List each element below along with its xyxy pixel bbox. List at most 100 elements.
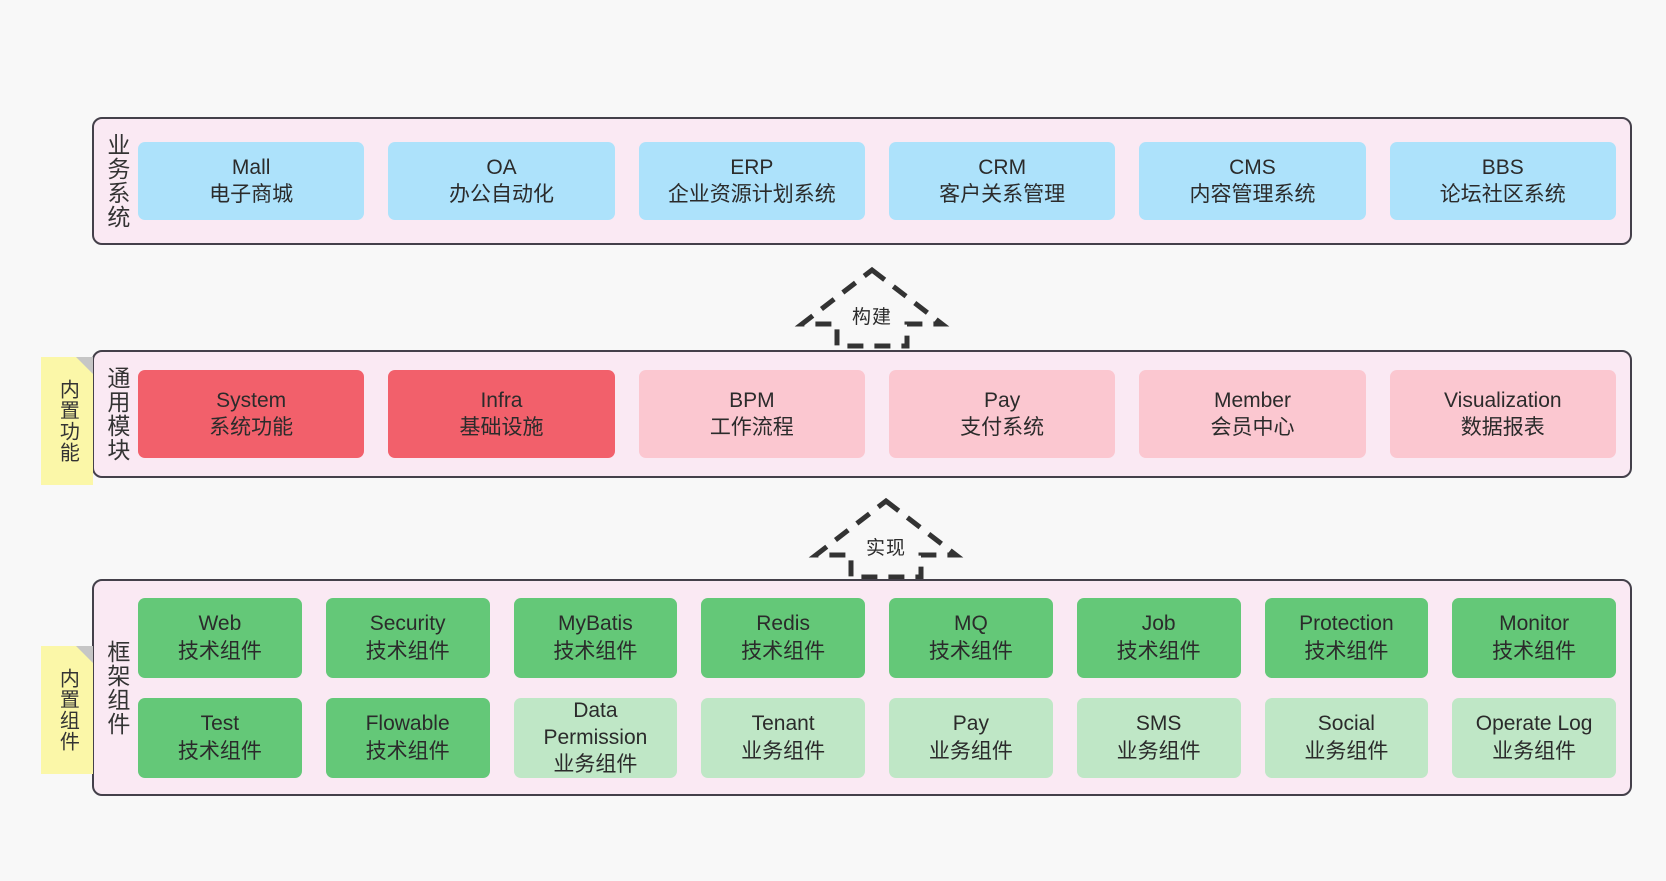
card-desc: 工作流程 [709,416,794,439]
card-row: Test 技术组件 Flowable 技术组件 Data Permission … [138,697,1616,778]
card-desc: 基础设施 [459,416,544,439]
card-name: SMS [1135,712,1182,736]
card-name: ERP [730,155,774,179]
card-name: Redis [756,612,810,636]
card-mq[interactable]: MQ 技术组件 [889,597,1053,678]
card-name: Pay [984,388,1021,412]
card-bbs[interactable]: BBS 论坛社区系统 [1389,142,1616,220]
card-desc: 会员中心 [1210,416,1295,439]
card-protection[interactable]: Protection 技术组件 [1264,597,1429,678]
card-pay-business[interactable]: Pay 业务组件 [889,697,1053,778]
card-desc: 企业资源计划系统 [667,183,836,206]
card-desc: 内容管理系统 [1189,183,1316,206]
card-crm[interactable]: CRM 客户关系管理 [888,142,1116,220]
card-pay[interactable]: Pay 支付系统 [888,370,1116,458]
card-mall[interactable]: Mall 电子商城 [138,142,365,220]
card-desc: 技术组件 [365,639,450,663]
layer-title-framework-components: 框架组件 [103,639,130,736]
card-erp[interactable]: ERP 企业资源计划系统 [638,142,865,220]
card-desc: 论坛社区系统 [1439,183,1566,206]
card-row: Web 技术组件 Security 技术组件 MyBatis 技术组件 Redi… [138,597,1616,678]
card-row: System 系统功能 Infra 基础设施 BPM 工作流程 Pay 支付系统… [138,370,1616,458]
card-security[interactable]: Security 技术组件 [325,597,490,678]
card-name: Test [200,712,240,736]
card-desc: 技术组件 [177,639,262,663]
card-name: MQ [953,612,988,636]
card-name: CMS [1229,155,1276,179]
card-redis[interactable]: Redis 技术组件 [701,597,865,678]
card-desc: 电子商城 [209,183,294,206]
card-desc: 业务组件 [1304,739,1389,763]
card-desc: 技术组件 [1116,639,1201,663]
card-name: Operate Log [1475,712,1593,736]
card-visualization[interactable]: Visualization 数据报表 [1389,370,1616,458]
card-name: Protection [1299,612,1394,636]
card-name: OA [486,155,517,179]
card-name: Flowable [365,712,450,736]
card-name: Tenant [751,712,815,736]
card-tenant[interactable]: Tenant 业务组件 [701,697,865,778]
card-name: Monitor [1499,612,1570,636]
card-name: Web [198,612,242,636]
card-member[interactable]: Member 会员中心 [1139,370,1366,458]
arrow-implement: 实现 [808,497,964,580]
layer-body-framework-components: Web 技术组件 Security 技术组件 MyBatis 技术组件 Redi… [138,581,1630,794]
card-web[interactable]: Web 技术组件 [138,597,302,678]
layer-title-common-modules: 通用模块 [103,366,130,462]
sticky-note-label: 内置功能 [56,379,79,463]
card-name: Visualization [1444,388,1562,412]
card-desc: 办公自动化 [448,183,554,206]
card-desc: 数据报表 [1460,416,1545,439]
card-test[interactable]: Test 技术组件 [138,697,302,778]
card-name: System [216,388,287,412]
card-sms[interactable]: SMS 业务组件 [1076,697,1241,778]
card-desc: 技术组件 [741,639,826,663]
card-name: BBS [1481,155,1524,179]
card-desc: 技术组件 [1492,639,1577,663]
sticky-note-builtin-features: 内置功能 [41,357,93,485]
card-name: Data Permission [543,698,648,749]
card-monitor[interactable]: Monitor 技术组件 [1452,597,1616,678]
layer-framework-components: 框架组件 Web 技术组件 Security 技术组件 MyBatis 技术组件… [92,579,1632,796]
card-desc: 业务组件 [553,753,638,777]
card-row: Mall 电子商城 OA 办公自动化 ERP 企业资源计划系统 CRM 客户关系… [138,142,1616,220]
card-name: MyBatis [558,612,633,636]
card-system[interactable]: System 系统功能 [138,370,365,458]
card-data-permission[interactable]: Data Permission 业务组件 [513,697,678,778]
card-operate-log[interactable]: Operate Log 业务组件 [1452,697,1616,778]
card-flowable[interactable]: Flowable 技术组件 [325,697,490,778]
card-desc: 业务组件 [928,739,1013,763]
arrow-build: 构建 [794,266,950,349]
card-name: Member [1213,388,1291,412]
card-desc: 技术组件 [177,739,262,763]
layer-body-business-systems: Mall 电子商城 OA 办公自动化 ERP 企业资源计划系统 CRM 客户关系… [138,119,1630,243]
card-job[interactable]: Job 技术组件 [1076,597,1241,678]
card-infra[interactable]: Infra 基础设施 [388,370,615,458]
card-desc: 支付系统 [960,416,1045,439]
card-desc: 系统功能 [209,416,294,439]
card-oa[interactable]: OA 办公自动化 [388,142,615,220]
layer-title-business-systems: 业务系统 [103,133,130,229]
card-name: Job [1141,612,1176,636]
layer-body-common-modules: System 系统功能 Infra 基础设施 BPM 工作流程 Pay 支付系统… [138,352,1630,476]
card-desc: 业务组件 [1116,739,1201,763]
card-cms[interactable]: CMS 内容管理系统 [1139,142,1366,220]
card-desc: 技术组件 [1304,639,1389,663]
sticky-note-label: 内置组件 [56,668,79,752]
layer-business-systems: 业务系统 Mall 电子商城 OA 办公自动化 ERP 企业资源计划系统 CRM… [92,117,1632,245]
card-name: CRM [978,155,1027,179]
card-name: Mall [231,155,271,179]
card-name: Social [1317,712,1375,736]
card-name: Pay [952,712,989,736]
card-bpm[interactable]: BPM 工作流程 [638,370,865,458]
card-mybatis[interactable]: MyBatis 技术组件 [513,597,678,678]
sticky-note-builtin-components: 内置组件 [41,646,93,774]
card-name: BPM [729,388,775,412]
card-desc: 业务组件 [1492,739,1577,763]
card-social[interactable]: Social 业务组件 [1264,697,1429,778]
card-desc: 技术组件 [928,639,1013,663]
card-desc: 客户关系管理 [939,183,1066,206]
card-desc: 技术组件 [553,639,638,663]
card-name: Security [369,612,446,636]
